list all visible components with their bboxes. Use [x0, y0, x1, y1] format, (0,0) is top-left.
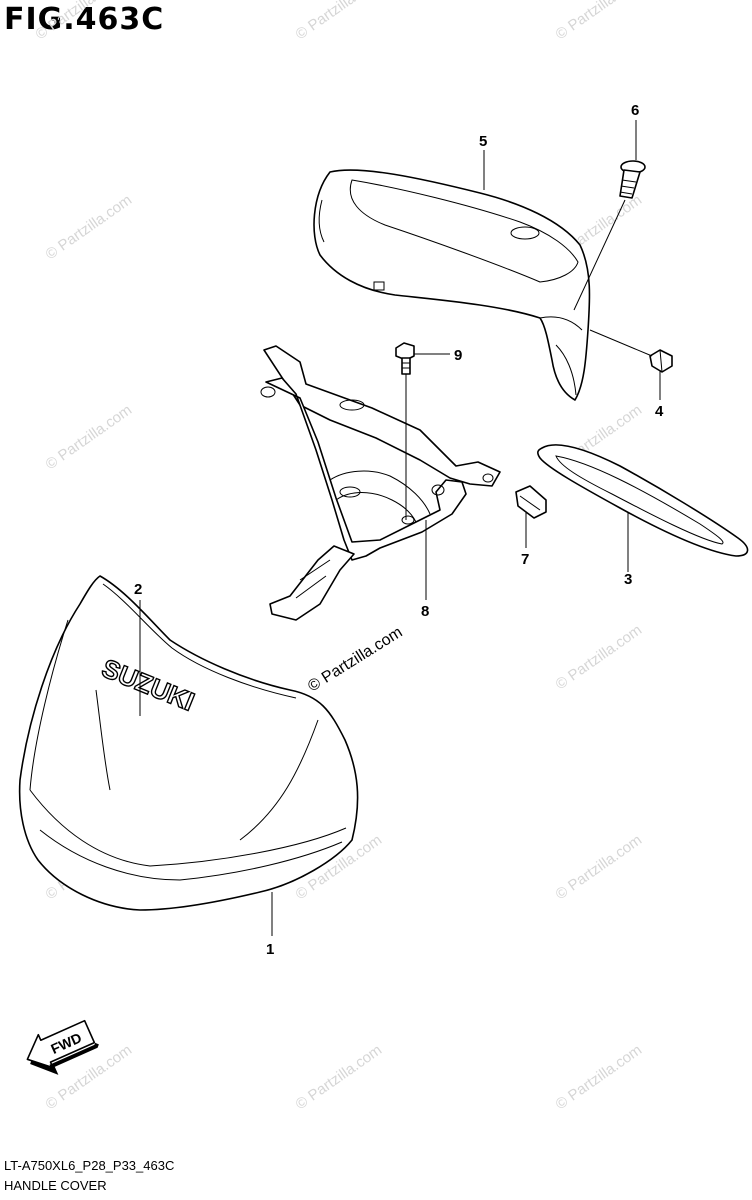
figure-title: FIG.463C: [4, 2, 165, 37]
watermark: © Partzilla.com: [43, 191, 136, 263]
part-5-rear-cover: [313, 169, 591, 401]
leader-lines: [139, 120, 661, 936]
watermark: © Partzilla.com: [553, 0, 646, 43]
watermark: © Partzilla.com: [33, 0, 126, 43]
watermark: © Partzilla.com: [553, 1041, 646, 1113]
callout-4: 4: [655, 403, 664, 420]
watermark: © Partzilla.com: [553, 621, 646, 693]
part-8-bracket: [260, 345, 501, 621]
part-9-bolt: [395, 342, 415, 375]
fwd-arrow-icon: FWD: [26, 1019, 99, 1075]
callout-9: 9: [454, 347, 462, 364]
watermark: © Partzilla.com: [293, 0, 386, 43]
part-4-clip: [649, 349, 673, 373]
part-6-screw: [619, 160, 646, 199]
diagram-code: LT-A750XL6_P28_P33_463C: [4, 1158, 175, 1173]
watermark: © Partzilla.com: [293, 1041, 386, 1113]
callout-5: 5: [479, 133, 487, 150]
footer: LT-A750XL6_P28_P33_463C HANDLE COVER: [4, 1156, 174, 1196]
callout-labels: 1 2 3 4 5 6 7 8 9: [134, 102, 664, 958]
part-1-front-cover: [18, 575, 359, 911]
callout-6: 6: [631, 102, 639, 119]
part-7-clip: [515, 485, 547, 519]
callout-3: 3: [624, 571, 632, 588]
callout-7: 7: [521, 551, 529, 568]
diagram-name: HANDLE COVER: [4, 1178, 107, 1193]
callout-2: 2: [134, 581, 142, 598]
center-watermark: © Partzilla.com: [305, 624, 405, 696]
callout-8: 8: [421, 603, 429, 620]
watermark: © Partzilla.com: [43, 401, 136, 473]
callout-1: 1: [266, 941, 274, 958]
part-3-trim: [537, 444, 749, 557]
watermark: © Partzilla.com: [553, 831, 646, 903]
